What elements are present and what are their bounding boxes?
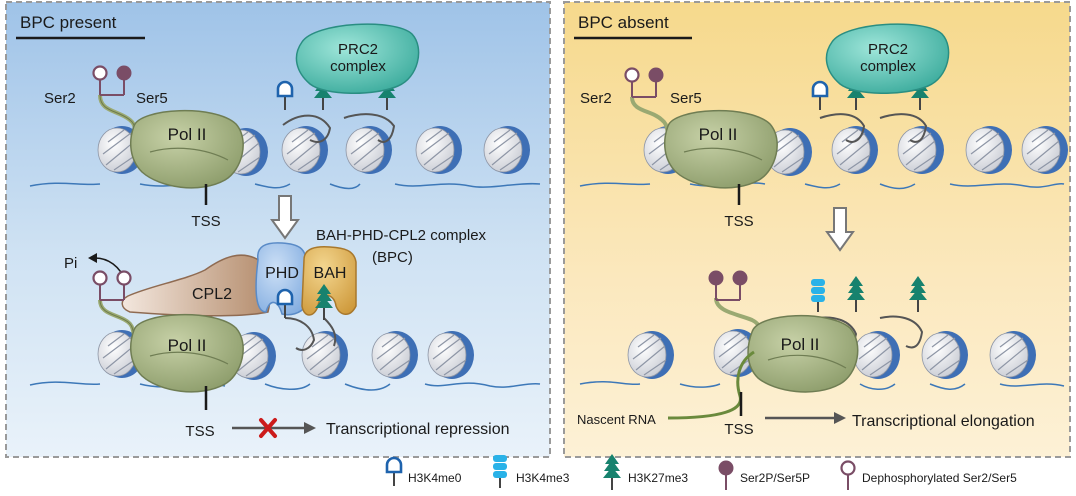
- ser2-label: Ser2: [580, 90, 612, 107]
- legend-ser-phosphorylated: Ser2P/Ser5P: [740, 471, 810, 485]
- ser-phosphorylated-icon: [717, 459, 735, 491]
- cpl2-label: CPL2: [192, 286, 232, 303]
- nucleosome: [427, 330, 475, 380]
- transcriptional-elongation-label: Transcriptional elongation: [852, 413, 1035, 430]
- nucleosome: [281, 125, 329, 175]
- prc2-label: complex: [330, 58, 386, 75]
- pol-ii: [663, 110, 778, 189]
- bpc-complex-title: BAH-PHD-CPL2 complex: [316, 227, 487, 244]
- ser5-label: Ser5: [136, 90, 168, 107]
- left-panel: BPC present PRC2 complex Pol II Ser2 Ser…: [5, 1, 551, 458]
- bpc-abbreviation: (BPC): [372, 249, 413, 266]
- down-arrow-icon: [270, 195, 300, 240]
- pol-ii: [129, 110, 244, 189]
- legend-h3k4me3: H3K4me3: [516, 471, 570, 485]
- nucleosome: [921, 330, 969, 380]
- nucleosome: [371, 330, 419, 380]
- legend-h3k27me3: H3K27me3: [628, 471, 688, 485]
- tss-label: TSS: [191, 213, 220, 230]
- nucleosome: [627, 330, 675, 380]
- dephosphorylated-icon: [840, 460, 856, 492]
- nucleosome: [853, 330, 901, 380]
- phd-label: PHD: [265, 265, 299, 282]
- bah: [301, 246, 357, 316]
- tss-label: TSS: [185, 423, 214, 440]
- nucleosome: [345, 125, 393, 175]
- down-arrow-icon: [825, 207, 855, 252]
- pol-ii-label: Pol II: [168, 125, 207, 144]
- repression-x-icon: [259, 418, 277, 438]
- nucleosome: [301, 330, 349, 380]
- h3k27me3-icon: [602, 453, 622, 491]
- prc2-complex: [825, 23, 950, 94]
- nucleosome: [1021, 125, 1069, 175]
- ser5-label: Ser5: [670, 90, 702, 107]
- h3k4me0-icon: [385, 456, 403, 488]
- nucleosome: [483, 125, 531, 175]
- prc2-label: complex: [860, 58, 916, 75]
- prc2-label: PRC2: [338, 41, 378, 58]
- ser2-label: Ser2: [44, 90, 76, 107]
- pol-ii-label: Pol II: [699, 125, 738, 144]
- nucleosome: [831, 125, 879, 175]
- transcriptional-repression-label: Transcriptional repression: [326, 421, 509, 438]
- pol-ii: [129, 314, 244, 393]
- pol-ii: [747, 314, 859, 393]
- pol-ii-label: Pol II: [781, 335, 820, 354]
- nucleosome: [897, 125, 945, 175]
- nucleosome: [415, 125, 463, 175]
- legend: H3K4me0 H3K4me3 H3K27me3 Ser2P/Ser5P Dep…: [385, 453, 1017, 492]
- legend-dephosphorylated: Dephosphorylated Ser2/Ser5: [862, 471, 1017, 485]
- left-panel-title: BPC present: [20, 13, 117, 32]
- tss-label: TSS: [724, 213, 753, 230]
- right-panel: BPC absent PRC2 complex Pol II Ser2 Ser5: [563, 1, 1071, 458]
- prc2-label: PRC2: [868, 41, 908, 58]
- pi-label: Pi: [64, 255, 77, 272]
- prc2-complex: [295, 23, 420, 94]
- dna-strand-bottom: [579, 381, 1065, 390]
- tss-label: TSS: [724, 421, 753, 438]
- pol-ii-label: Pol II: [168, 336, 207, 355]
- legend-h3k4me0: H3K4me0: [408, 471, 462, 485]
- h3k4me3-icon: [492, 454, 508, 489]
- nucleosome: [965, 125, 1013, 175]
- phd: [255, 242, 307, 316]
- bah-label: BAH: [314, 265, 347, 282]
- right-panel-title: BPC absent: [578, 13, 669, 32]
- nucleosome: [989, 330, 1037, 380]
- nascent-rna-label: Nascent RNA: [577, 412, 656, 427]
